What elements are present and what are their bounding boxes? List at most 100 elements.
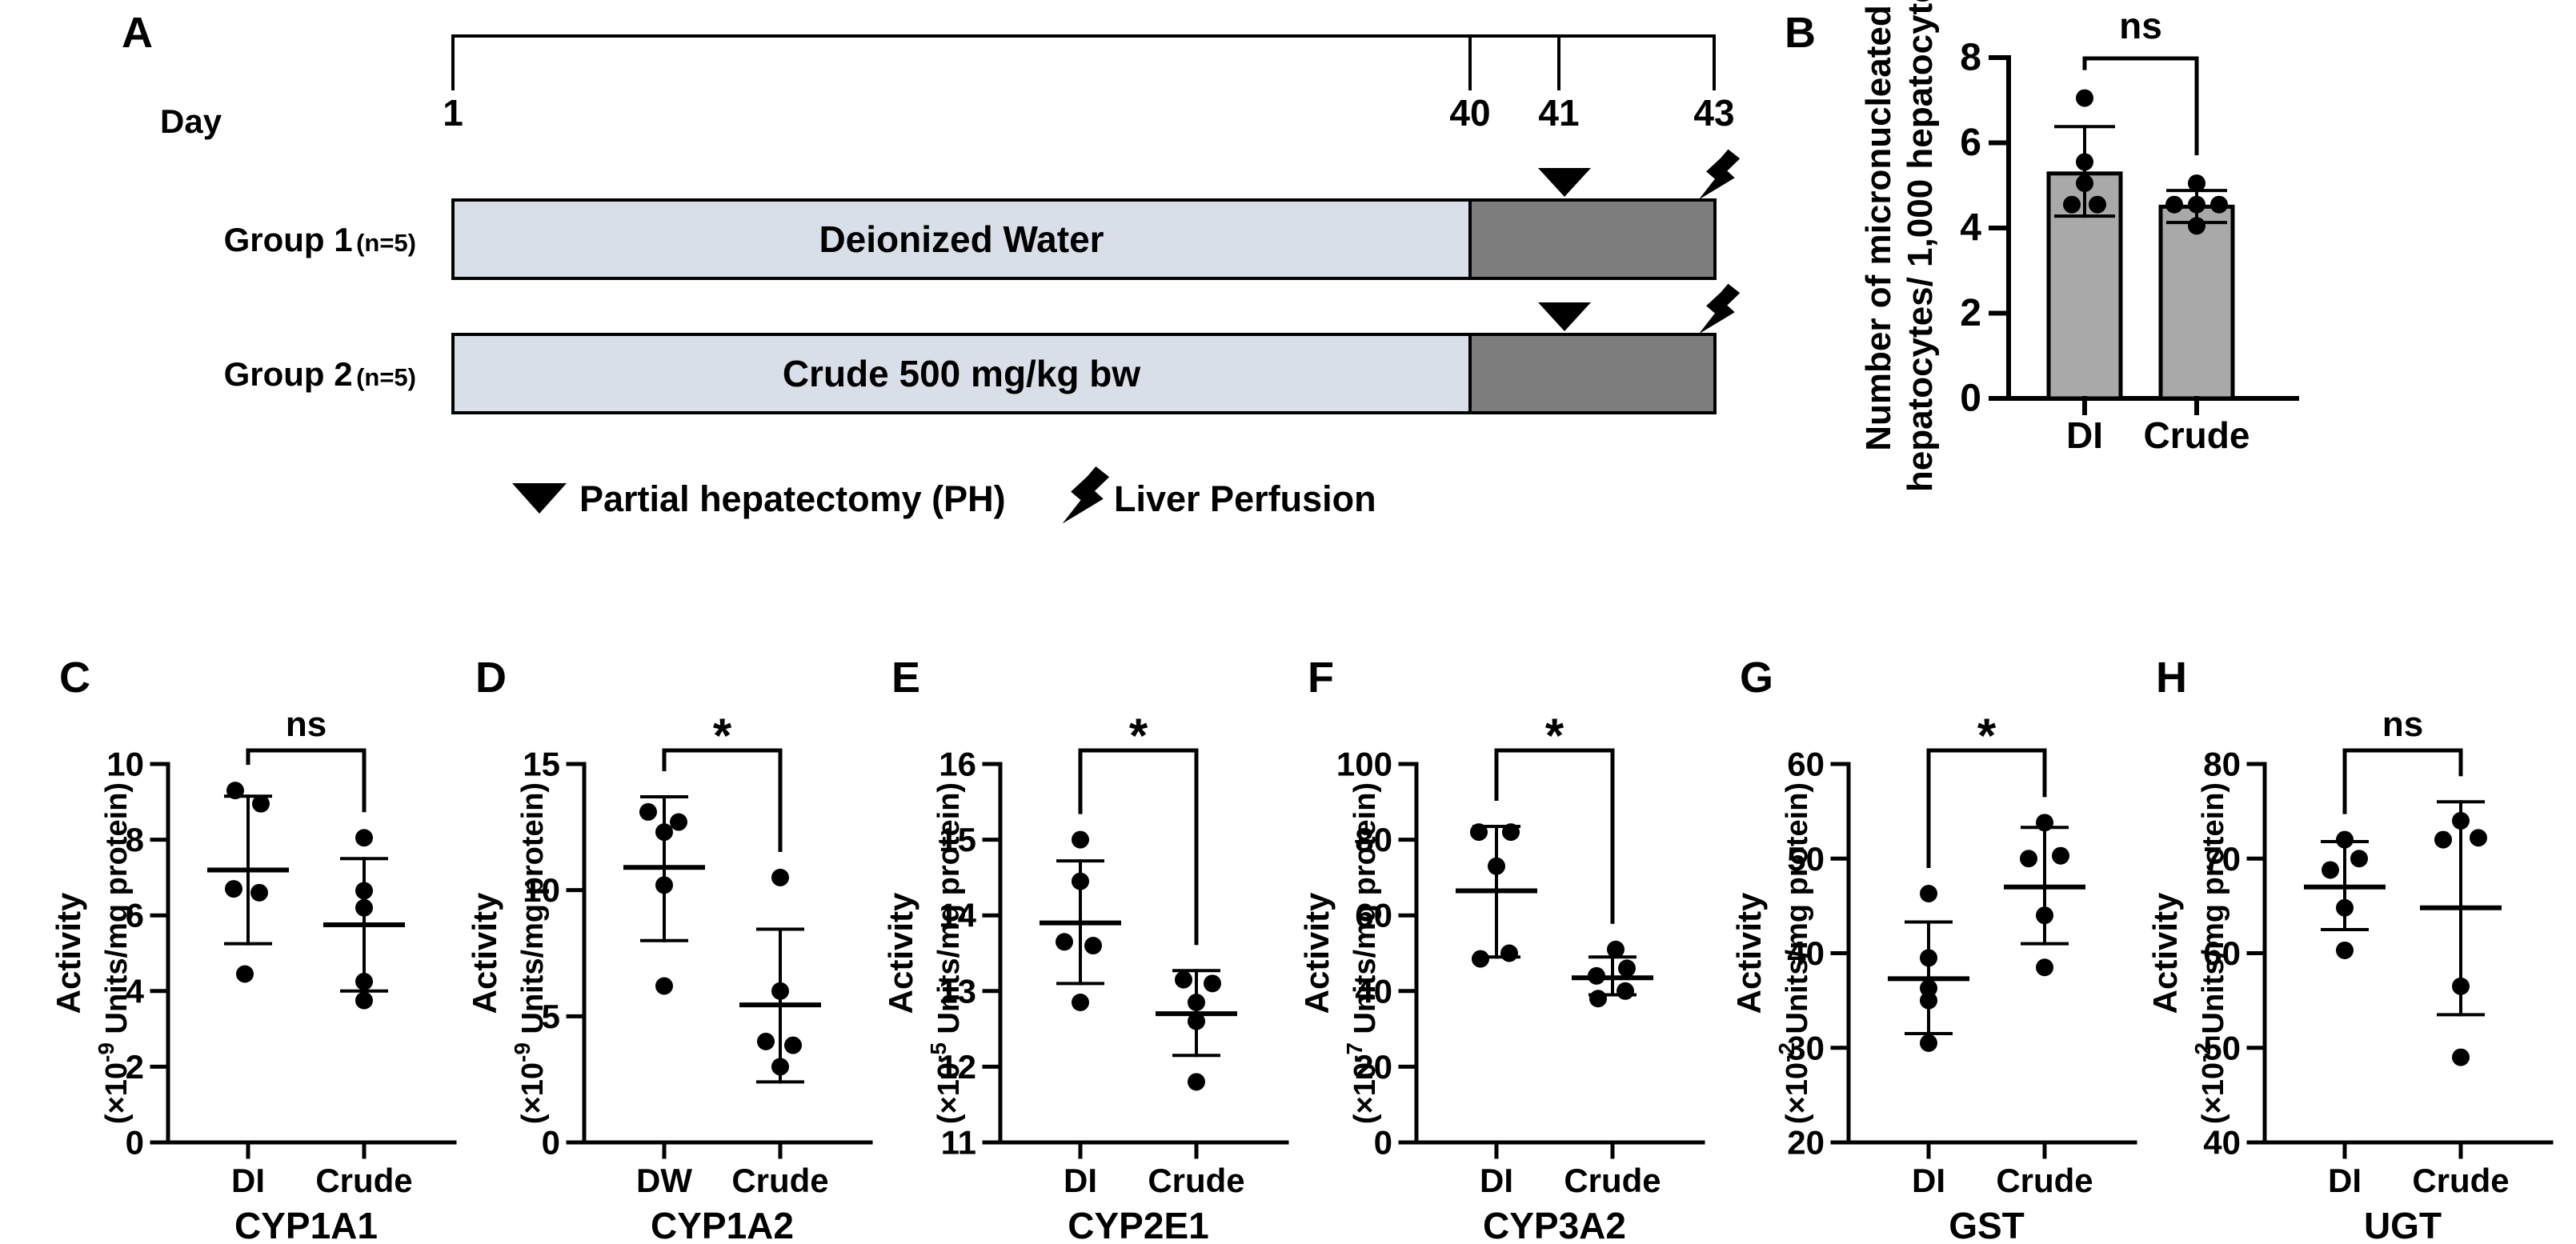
y-tick-label: 70 xyxy=(2203,840,2241,878)
y-tick-label: 50 xyxy=(2203,1029,2241,1066)
data-point xyxy=(771,868,789,886)
significance-bracket xyxy=(662,748,783,852)
data-point xyxy=(355,991,373,1010)
panel-label-b: B xyxy=(1785,9,1816,57)
x-category-label: DW xyxy=(636,1162,692,1199)
panel-label-h: H xyxy=(2156,654,2187,702)
y-tick-label: 80 xyxy=(1355,821,1392,858)
y-tick-label: 60 xyxy=(1787,746,1825,783)
legend-lightning-bolt-icon xyxy=(1062,466,1110,524)
legend-liver-perfusion-label: Liver Perfusion xyxy=(1114,478,1376,519)
data-point xyxy=(1072,872,1089,890)
data-point xyxy=(2036,814,2053,832)
data-point xyxy=(1175,970,1192,989)
y-tick-label: 30 xyxy=(1787,1029,1825,1066)
legend-triangle-down-icon xyxy=(512,483,567,514)
significance-bracket xyxy=(1078,748,1199,946)
data-point xyxy=(1589,990,1607,1008)
panel-label-g: G xyxy=(1740,654,1774,702)
significance-label: * xyxy=(1545,709,1564,762)
data-point xyxy=(355,972,373,990)
y-tick-label: 0 xyxy=(542,1124,560,1162)
y-tick-label: 4 xyxy=(126,972,145,1010)
y-tick-label: 60 xyxy=(1355,897,1392,934)
data-point xyxy=(2076,153,2093,171)
data-point xyxy=(2470,829,2487,847)
data-point xyxy=(1588,966,1605,985)
y-tick-label: 20 xyxy=(1787,1124,1825,1162)
y-tick-label: 2 xyxy=(126,1048,144,1086)
data-point xyxy=(2188,195,2205,214)
data-point xyxy=(1488,857,1505,875)
group1-post-bar xyxy=(1468,198,1717,280)
timeline-tick-day1 xyxy=(451,34,455,90)
data-point xyxy=(655,876,673,894)
data-point xyxy=(2165,195,2183,214)
panel-label-f: F xyxy=(1308,654,1334,702)
group2-liver-perfusion-bolt-icon xyxy=(1698,283,1741,334)
data-point xyxy=(1920,979,1937,998)
group1-treatment-text: Deionized Water xyxy=(819,218,1104,260)
y-tick-label: 2 xyxy=(1960,292,1981,334)
y-tick-label: 12 xyxy=(939,1048,976,1086)
data-point xyxy=(236,965,254,983)
data-point xyxy=(1920,991,1937,1010)
x-category-label: Crude xyxy=(731,1162,828,1199)
group1-treatment-bar: Deionized Water xyxy=(451,198,1472,280)
data-point xyxy=(771,1058,789,1076)
significance-label: * xyxy=(1129,709,1148,762)
group2-treatment-bar: Crude 500 mg/kg bw xyxy=(451,333,1472,414)
legend-partial-hepatectomy-label: Partial hepatectomy (PH) xyxy=(579,478,1006,519)
day-marker-41: 41 xyxy=(1538,92,1580,134)
group1-n: (n=5) xyxy=(356,229,416,257)
data-point xyxy=(1920,885,1937,903)
data-point xyxy=(355,829,373,847)
y-tick-label: 5 xyxy=(542,998,560,1035)
y-axis-label-units: (×10-9 Units/mg protein) xyxy=(94,782,134,1124)
enzyme-title: CYP2E1 xyxy=(1068,1205,1208,1244)
data-point xyxy=(252,794,270,813)
y-axis-label-units: (×10-9 Units/mg protein) xyxy=(510,782,550,1124)
y-axis-label-units: (×10-7 Units/mg protein) xyxy=(1342,782,1382,1124)
data-point xyxy=(2076,89,2093,107)
group2-post-bar xyxy=(1468,333,1717,414)
y-tick-label: 4 xyxy=(1960,207,1981,250)
y-tick-label: 100 xyxy=(1336,746,1392,783)
enzyme-title: UGT xyxy=(2364,1205,2442,1244)
data-point xyxy=(2452,811,2470,830)
data-point xyxy=(757,1032,775,1050)
x-category-label: DI xyxy=(2328,1162,2362,1199)
y-tick-label: 80 xyxy=(2203,746,2241,783)
data-point xyxy=(2322,861,2339,879)
data-point xyxy=(2336,898,2354,917)
significance-label: ns xyxy=(286,705,327,744)
day-marker-43: 43 xyxy=(1693,92,1735,134)
y-tick-label: 6 xyxy=(1960,122,1981,164)
data-point xyxy=(355,898,373,917)
panel-a: A Day 1 40 41 43 Group 1 (n=5) Deionized… xyxy=(0,0,1745,624)
significance-bracket xyxy=(1494,748,1615,924)
timeline-tick-day41 xyxy=(1557,34,1560,90)
bar xyxy=(2158,204,2235,401)
data-point xyxy=(1204,974,1221,993)
y-tick-label: 0 xyxy=(1374,1124,1392,1162)
timeline-tick-day43 xyxy=(1713,34,1716,90)
group1-name: Group 1 xyxy=(223,221,353,258)
timeline-line xyxy=(451,34,1716,38)
data-point xyxy=(771,982,789,1000)
day-marker-40: 40 xyxy=(1449,92,1491,134)
data-point xyxy=(1920,949,1937,967)
data-point xyxy=(2452,977,2470,995)
x-category-label: Crude xyxy=(315,1162,412,1199)
y-axis-label-activity: Activity xyxy=(466,892,503,1014)
y-tick-label: 13 xyxy=(939,972,976,1010)
y-tick-label: 0 xyxy=(1960,378,1981,420)
y-tick-label: 60 xyxy=(2203,934,2241,972)
significance-bracket xyxy=(246,748,367,813)
